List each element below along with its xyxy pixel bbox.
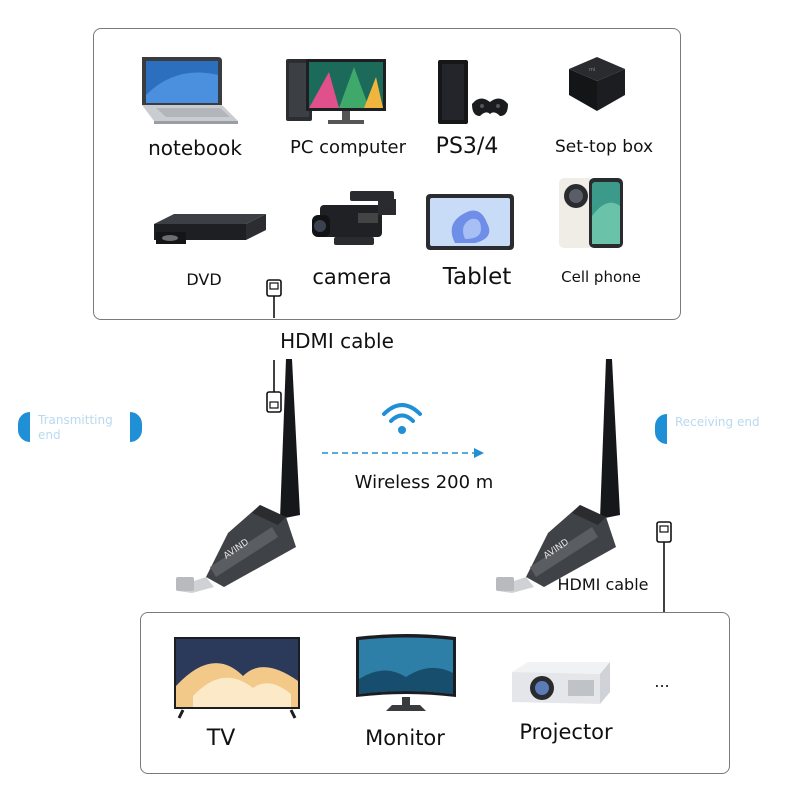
transmitter-cable-label: HDMI cable xyxy=(280,329,394,353)
more-devices-ellipsis: ... xyxy=(654,672,670,691)
set-top-box-icon: mi xyxy=(569,57,625,111)
badge-cap xyxy=(130,412,142,442)
svg-text:mi: mi xyxy=(589,67,595,73)
camera-icon xyxy=(312,191,396,245)
projector-label: Projector xyxy=(519,720,613,744)
badge-cap xyxy=(18,412,30,442)
tablet-label: Tablet xyxy=(442,264,512,290)
monitor-label: Monitor xyxy=(365,726,445,750)
pc-computer-icon xyxy=(286,59,386,124)
projector-icon xyxy=(512,662,610,704)
hdmi-cable-top xyxy=(266,279,282,413)
transmitting-end-label: Transmitting end xyxy=(38,413,113,442)
cell-phone-label: Cell phone xyxy=(561,268,641,286)
receiver-dongle-icon: AVIND xyxy=(496,359,620,593)
wireless-arrow xyxy=(322,448,484,458)
dvd-player-icon xyxy=(154,214,266,244)
pc-computer-label: PC computer xyxy=(290,137,406,158)
dvd-label: DVD xyxy=(186,270,222,289)
ps4-console-icon xyxy=(438,60,508,124)
receiving-end-badge: Receiving end xyxy=(655,412,775,446)
ps4-label: PS3/4 xyxy=(435,134,499,159)
set-top-box-label: Set-top box xyxy=(554,137,654,157)
transmitting-end-badge: Transmitting end xyxy=(18,410,142,444)
badge-cap xyxy=(655,414,667,444)
notebook-label: notebook xyxy=(148,136,242,160)
camera-label: camera xyxy=(312,265,392,289)
receiving-end-label: Receiving end xyxy=(675,415,760,429)
wireless-range-label: Wireless 200 m xyxy=(354,472,494,493)
tv-icon xyxy=(174,637,300,719)
tablet-icon xyxy=(426,194,514,250)
receiver-cable-label: HDMI cable xyxy=(557,575,649,594)
tv-label: TV xyxy=(206,726,236,751)
wifi-icon xyxy=(382,403,422,434)
transmitter-dongle-icon: AVIND xyxy=(176,359,300,593)
monitor-icon xyxy=(356,634,456,711)
cell-phone-icon xyxy=(559,178,623,248)
notebook-icon xyxy=(142,57,238,124)
